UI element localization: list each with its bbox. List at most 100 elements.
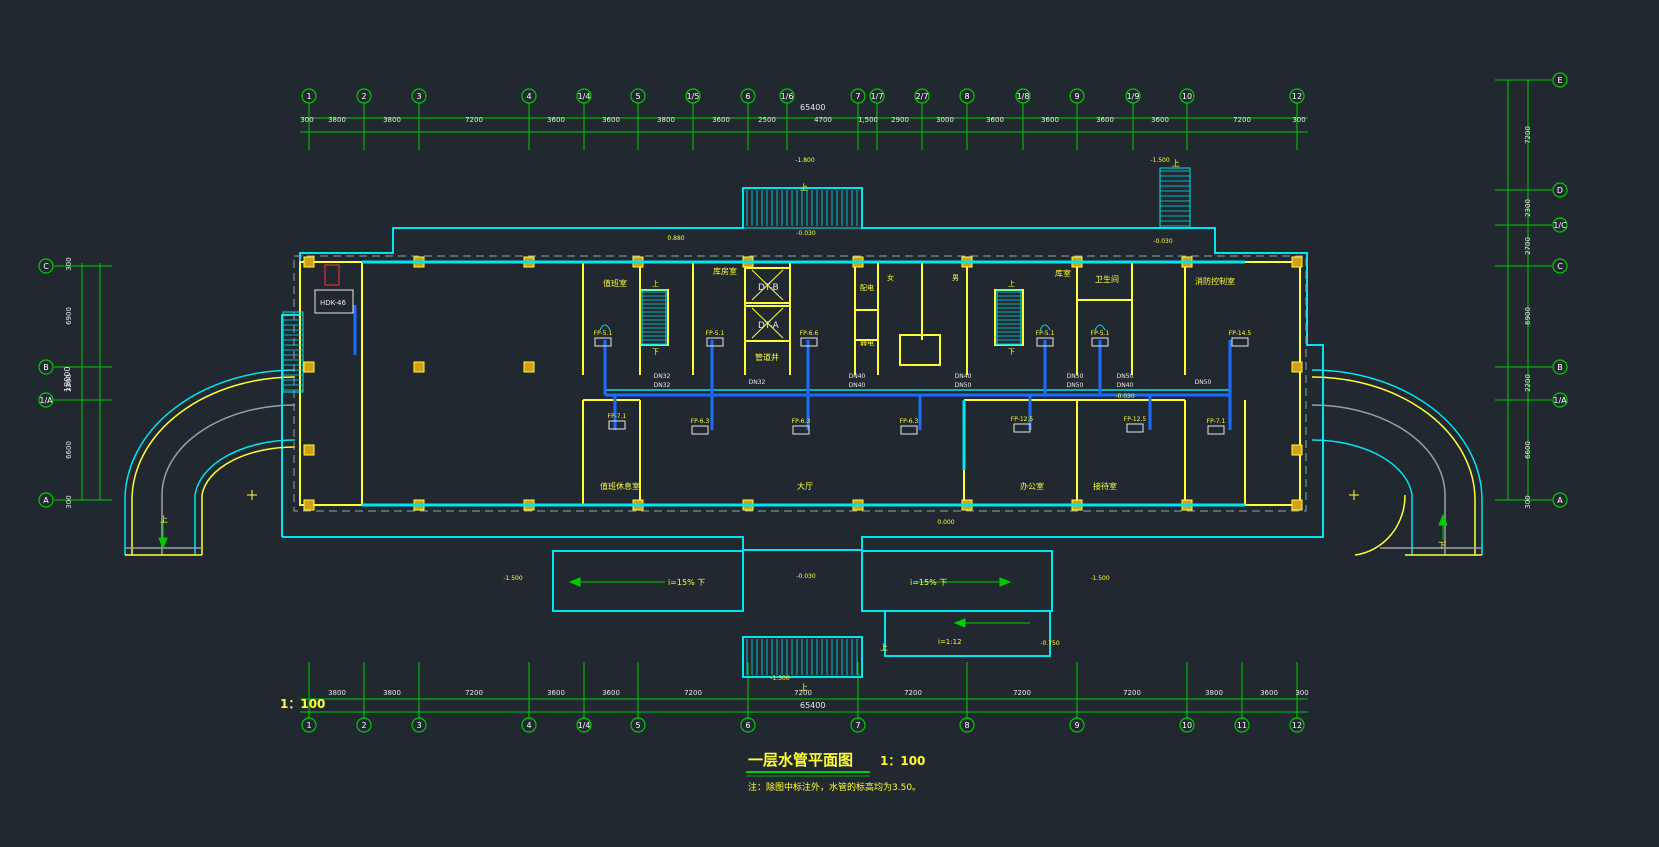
column — [1291, 444, 1303, 456]
axis-bubble-bottom-4: 4 — [521, 717, 537, 733]
fancoil-unit — [706, 337, 724, 347]
axis-bubble-bottom-12: 12 — [1289, 717, 1305, 733]
axis-bubble-bottom-3: 3 — [411, 717, 427, 733]
axis-bubble-top-1-9-label: 1/9 — [1127, 92, 1140, 101]
ramp-arrows — [158, 513, 1448, 628]
slope-label-ramp: i=1:12 — [938, 638, 962, 646]
room-labels: 值班室 库房室 管道井 配电 弱电 女 男 库室 卫生间 消防控制室 值班休息室… — [600, 266, 1235, 491]
room-label-r8: 库室 — [1055, 268, 1071, 278]
fancoil-label: FP-6.6 — [800, 330, 819, 337]
dimension-top: 3600 — [1041, 116, 1059, 124]
axis-bubble-top-1: 1 — [301, 88, 317, 104]
axis-bubble-top-1-4-label: 1/4 — [578, 92, 591, 101]
axis-bubble-top-3-label: 3 — [416, 92, 421, 101]
fancoil-label: FP-6.3 — [900, 418, 919, 425]
axis-bubble-bottom-6: 6 — [740, 717, 756, 733]
axis-bubble-bottom-4-label: 4 — [526, 721, 531, 730]
elevation-label: -0.750 — [1040, 640, 1060, 647]
elevation-label: -0.030 — [796, 230, 816, 237]
column — [303, 444, 315, 456]
perimeter-dashed-line — [293, 255, 1307, 512]
fancoil-unit — [1013, 423, 1031, 433]
drawing-title-scale: 1：100 — [880, 754, 925, 768]
fancoil-unit — [1036, 337, 1054, 347]
stair-up-mark-inner-1: 上 — [652, 279, 659, 288]
axis-bubble-left-A-label: A — [43, 496, 49, 505]
hdk-equipment-box — [314, 289, 354, 314]
axis-bubble-right-1-A: 1/A — [1552, 392, 1568, 408]
axis-bubble-bottom-11: 11 — [1234, 717, 1250, 733]
pipe-size-label: DN40 — [849, 373, 866, 380]
column — [303, 256, 315, 268]
axis-bubble-top-9-label: 9 — [1074, 92, 1079, 101]
axis-bubble-bottom-11-label: 11 — [1237, 721, 1247, 730]
drawing-title: 一层水管平面图 — [748, 751, 853, 769]
elevation-label: -1.500 — [1150, 157, 1170, 164]
room-label-r2: 库房室 — [713, 266, 737, 276]
axis-bubble-top-12: 12 — [1289, 88, 1305, 104]
dimension-right: 2200 — [1524, 374, 1532, 392]
equipment-label-dta: DT-A — [758, 321, 780, 331]
axis-bubble-bottom-8-label: 8 — [964, 721, 969, 730]
dimension-right: 300 — [1524, 495, 1532, 508]
dimension-top: 2500 — [758, 116, 776, 124]
axis-bubble-top-5-label: 5 — [635, 92, 640, 101]
axis-bubble-right-D-label: D — [1557, 186, 1563, 195]
dimension-left: 6600 — [65, 441, 73, 459]
axis-bubble-top-1-5-label: 1/5 — [687, 92, 700, 101]
elevators — [751, 269, 784, 339]
axis-bubble-bottom-1-label: 1 — [306, 721, 311, 730]
axis-bubble-top-4-label: 4 — [526, 92, 531, 101]
axis-bubble-bottom-9: 9 — [1069, 717, 1085, 733]
pipe-size-label: DN50 — [1195, 379, 1212, 386]
axis-bubble-bottom-3-label: 3 — [416, 721, 421, 730]
dimension-bottom: 3800 — [383, 689, 401, 697]
axis-bubble-left-B-label: B — [43, 363, 49, 372]
elevation-label: -0.030 — [1115, 393, 1135, 400]
fancoil-unit — [1091, 337, 1109, 347]
fancoil-units — [594, 337, 1249, 435]
axis-bubble-bottom-1: 1 — [301, 717, 317, 733]
fancoil-unit — [691, 425, 709, 435]
building-walls — [299, 261, 1301, 506]
axis-bubble-bottom-2: 2 — [356, 717, 372, 733]
stair-down-mark-inner-2: 下 — [1008, 348, 1015, 356]
fancoil-label: FP-7.1 — [1207, 418, 1226, 425]
column — [303, 499, 315, 511]
dimension-bottom: 300 — [1295, 689, 1308, 697]
axis-bubble-right-B: B — [1552, 359, 1568, 375]
axis-bubble-bottom-10-label: 10 — [1182, 721, 1192, 730]
left-axis-bubbles: CB1/AA — [38, 258, 112, 508]
axis-bubble-top-5: 5 — [630, 88, 646, 104]
dimension-bottom: 7200 — [794, 689, 812, 697]
dimension-top: 3800 — [657, 116, 675, 124]
axis-bubble-top-1-6-label: 1/6 — [781, 92, 794, 101]
axis-bubble-left-1-A-label: 1/A — [39, 396, 53, 405]
axis-bubble-bottom-10: 10 — [1179, 717, 1195, 733]
dimension-bottom: 3600 — [547, 689, 565, 697]
dimension-top: 4700 — [814, 116, 832, 124]
room-label-r13: 接待室 — [1093, 481, 1117, 491]
fancoil-label: FP-12.5 — [1124, 416, 1147, 423]
fancoil-unit — [594, 337, 612, 347]
axis-bubble-right-C-label: C — [1557, 262, 1563, 271]
axis-bubble-top-1-6: 1/6 — [779, 88, 795, 104]
exterior-wall-band — [362, 260, 1245, 507]
fancoil-unit — [800, 337, 818, 347]
dimension-top: 3600 — [1096, 116, 1114, 124]
equipment-label-dtb: DT-B — [758, 283, 779, 293]
dimension-top: 3600 — [986, 116, 1004, 124]
drawing-note: 注：除图中标注外，水管的标高均为3.50。 — [748, 781, 921, 793]
axis-bubble-bottom-7: 7 — [850, 717, 866, 733]
fancoil-unit — [792, 425, 810, 435]
elevation-label: -1.300 — [770, 675, 790, 682]
pipe-size-label: DN32 — [654, 373, 671, 380]
axis-bubble-top-1-4: 1/4 — [576, 88, 592, 104]
slope-label-right: i=15% 下 — [910, 578, 947, 587]
curved-ramps — [124, 369, 1483, 556]
